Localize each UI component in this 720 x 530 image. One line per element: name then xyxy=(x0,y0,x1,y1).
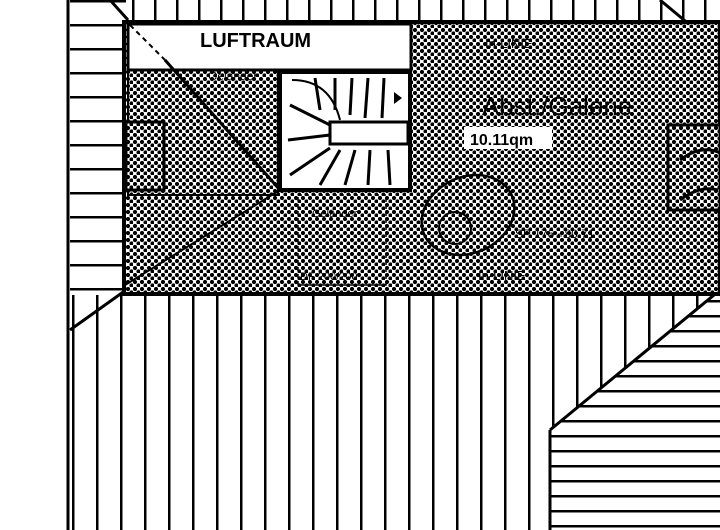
roof-hatching xyxy=(65,0,720,530)
room-area: 10.11qm xyxy=(470,132,533,149)
stair-arrow-icon xyxy=(394,92,402,104)
line-label-bottom: In-LINIE xyxy=(478,268,526,283)
room-area-box xyxy=(464,127,552,149)
skylight: Geländer DF 200/200 xyxy=(297,194,387,286)
skylight-label: DF 200/200 xyxy=(300,271,357,283)
railing-label-2: Geländer xyxy=(312,208,358,220)
sp-label: SP 176 +80.71 xyxy=(515,227,595,241)
staircase xyxy=(278,70,412,192)
line-label-top: In-LINIE xyxy=(485,36,533,51)
window-right xyxy=(666,123,720,212)
room-name: Abst./Galerie xyxy=(482,91,632,121)
chimney-left xyxy=(124,120,166,192)
sp-symbol: SP 176 +80.71 xyxy=(420,173,595,257)
void-label: LUFTRAUM xyxy=(200,30,311,52)
railing-label: Geländer xyxy=(208,69,257,83)
